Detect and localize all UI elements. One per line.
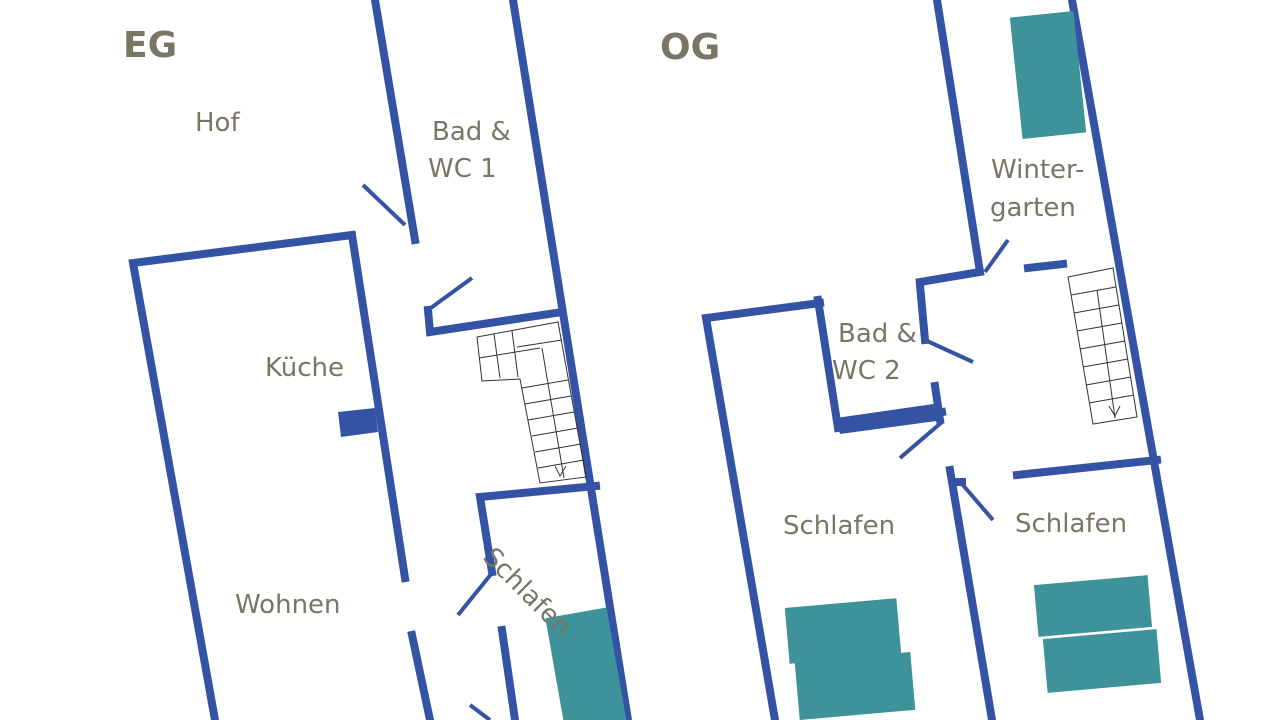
og-walls [701,0,1205,720]
room-label-bad-2: Bad & [838,319,917,349]
room-label-wohnen: Wohnen [235,590,341,620]
bed [545,607,627,720]
room-label-wc-2: WC 2 [832,356,901,386]
eg-stairs [476,321,587,484]
eg-walls [128,0,633,720]
room-label-schlafen-og-1: Schlafen [783,511,896,541]
og-stairs [1067,267,1138,425]
room-label-winter: Winter- [991,155,1085,185]
floor-title-og: OG [660,27,721,68]
room-label-hof: Hof [195,108,240,138]
eg-doors [361,183,494,720]
room-label-wc-1: WC 1 [428,154,497,184]
room-label-schlafen-og-2: Schlafen [1015,509,1128,539]
og-beds [784,10,1162,720]
room-label-bad-1: Bad & [432,117,511,147]
floor-title-eg: EG [123,25,178,66]
room-label-garten: garten [990,193,1076,223]
og-doors [898,238,1010,522]
room-label-kueche: Küche [265,353,345,383]
